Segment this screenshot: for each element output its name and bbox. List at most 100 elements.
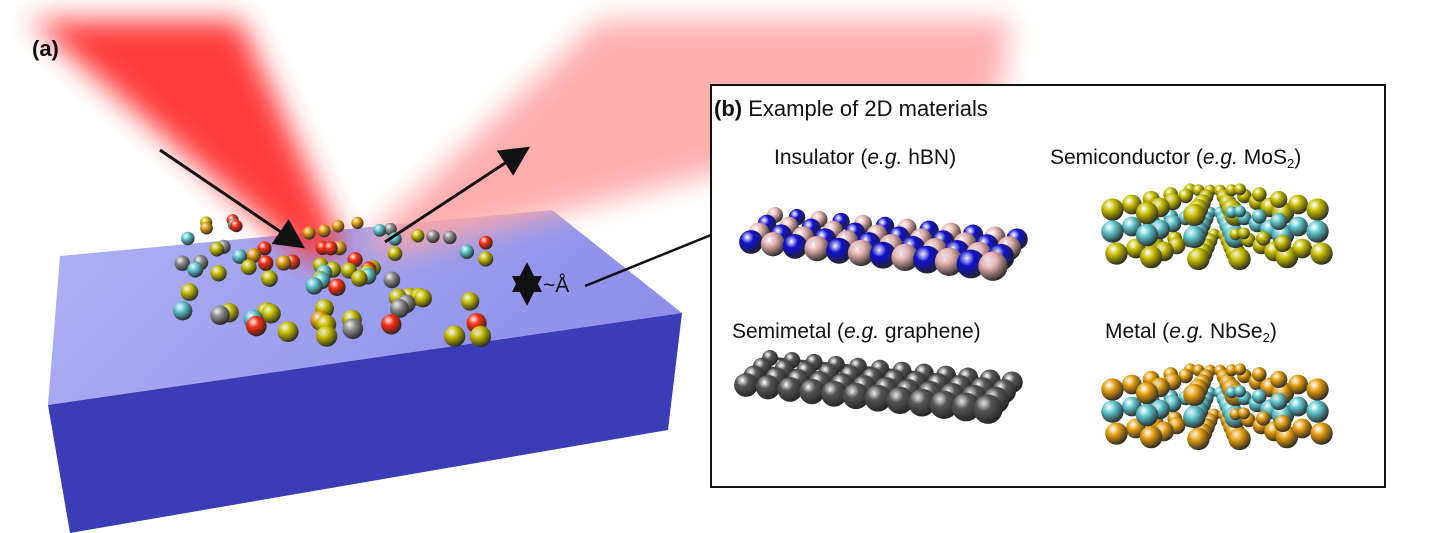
adsorbate-atom	[230, 219, 243, 233]
adsorbate-atom	[316, 325, 338, 347]
carbon-atom	[755, 375, 781, 400]
mos2-chalcogen	[1135, 201, 1159, 225]
mos2-metal	[1183, 225, 1206, 249]
adsorbate-atom	[181, 231, 195, 246]
mos2-chalcogen	[1237, 227, 1250, 240]
nbse2-chalcogen	[1274, 414, 1292, 433]
adsorbate-atom	[277, 321, 299, 343]
material-label-insulator: Insulator (e.g. hBN)	[774, 146, 957, 169]
hbn-atom	[869, 241, 897, 269]
nbse2-chalcogen	[1256, 411, 1271, 426]
adsorbate-atom	[261, 304, 281, 324]
mos2-chalcogen	[1178, 188, 1193, 204]
mos2-metal	[1233, 205, 1246, 218]
adsorbate-atom	[232, 249, 248, 264]
adsorbate-atom	[302, 226, 316, 240]
hbn-atom	[891, 243, 919, 272]
mos2-chalcogen	[1292, 238, 1313, 259]
nbse2-chalcogen	[1105, 422, 1128, 445]
adsorbate-atom	[210, 305, 230, 325]
hbn-atom	[956, 249, 986, 279]
carbon-atom	[929, 390, 959, 419]
panel-a-label: (a)	[32, 36, 59, 61]
material-lattices	[734, 183, 1333, 451]
adsorbate-atoms	[173, 214, 494, 348]
carbon-atom	[842, 382, 870, 410]
nbse2-chalcogen	[1178, 368, 1193, 384]
nbse2-chalcogen	[1270, 370, 1288, 389]
adsorbate-atom	[187, 261, 204, 278]
carbon-atom	[799, 378, 825, 405]
nbse2-chalcogen	[1288, 374, 1309, 395]
nbse2-chalcogen	[1183, 383, 1206, 407]
material-label-semimetal: Semimetal (e.g. graphene)	[732, 320, 981, 343]
nbse2-metal	[1183, 405, 1206, 429]
hbn-atom	[739, 230, 763, 254]
panel-b-title: Example of 2D materials	[748, 96, 988, 121]
adsorbate-atom	[413, 289, 432, 308]
adsorbate-atom	[246, 248, 262, 263]
adsorbate-atom	[460, 292, 480, 311]
nbse2-chalcogen	[1139, 425, 1163, 449]
nbse2-chalcogen	[1306, 378, 1329, 401]
nbse2-chalcogen	[1187, 427, 1210, 451]
nbse2-metal	[1288, 396, 1309, 417]
adsorbate-atom	[426, 229, 440, 244]
nbse2-chalcogen	[1292, 418, 1313, 439]
adsorbate-atom	[317, 224, 331, 238]
carbon-atom	[886, 386, 914, 415]
substrate-front-face	[48, 313, 682, 533]
reflected-arrow	[384, 146, 531, 244]
nbse2-chalcogen	[1228, 427, 1251, 451]
mos2-chalcogen	[1252, 187, 1267, 202]
nbse2-chalcogen	[1233, 363, 1246, 376]
adsorbate-atom	[469, 325, 492, 348]
adsorbate-atom	[351, 216, 364, 230]
mos2-chalcogen	[1274, 234, 1292, 253]
mos2-metal	[1252, 209, 1267, 224]
hbn-atom	[782, 234, 808, 259]
adsorbate-atom	[246, 315, 267, 337]
adsorbate-atom	[210, 265, 227, 282]
nbse2-metal	[1306, 400, 1329, 423]
adsorbate-atom	[383, 271, 401, 289]
adsorbate-atom	[342, 318, 364, 340]
adsorbate-atom	[258, 255, 274, 271]
adsorbate-atom	[257, 241, 272, 256]
adsorbate-atom	[305, 277, 323, 295]
adsorbate-atom	[328, 278, 346, 296]
mos2-chalcogen	[1183, 203, 1206, 227]
reflected-beam	[360, 20, 1010, 255]
thickness-label: ~Å	[543, 274, 570, 297]
adsorbate-atom	[387, 246, 403, 262]
mos2-chalcogen	[1310, 242, 1333, 265]
adsorbate-atom	[411, 229, 425, 243]
mos2-metal	[1306, 220, 1329, 243]
incident-beam	[30, 20, 345, 262]
carbon-atom	[973, 394, 1003, 424]
carbon-atom	[864, 384, 892, 412]
adsorbate-atom	[174, 255, 190, 271]
adsorbate-atom	[478, 251, 494, 267]
adsorbate-atom	[275, 255, 292, 271]
nbse2-chalcogen	[1101, 378, 1124, 401]
mos2-chalcogen	[1288, 194, 1309, 215]
nbse2-chalcogen	[1310, 422, 1333, 445]
adsorbate-atom	[373, 223, 387, 237]
panel-b-heading: (b) Example of 2D materials	[714, 96, 988, 122]
carbon-atom	[821, 380, 847, 407]
panel-b-label: (b)	[714, 96, 743, 121]
adsorbate-atom	[350, 270, 368, 287]
mos2-metal	[1101, 220, 1124, 243]
adsorbate-atom	[389, 298, 410, 319]
hbn-atom	[847, 239, 875, 267]
mos2-metal	[1135, 223, 1159, 247]
adsorbate-atom	[459, 244, 475, 260]
nbse2-metal	[1135, 403, 1159, 427]
mos2-metal	[1288, 216, 1309, 237]
mos2-chalcogen	[1228, 247, 1251, 271]
mos2-chalcogen	[1105, 242, 1128, 265]
material-label-metal: Metal (e.g. NbSe2)	[1105, 320, 1277, 345]
